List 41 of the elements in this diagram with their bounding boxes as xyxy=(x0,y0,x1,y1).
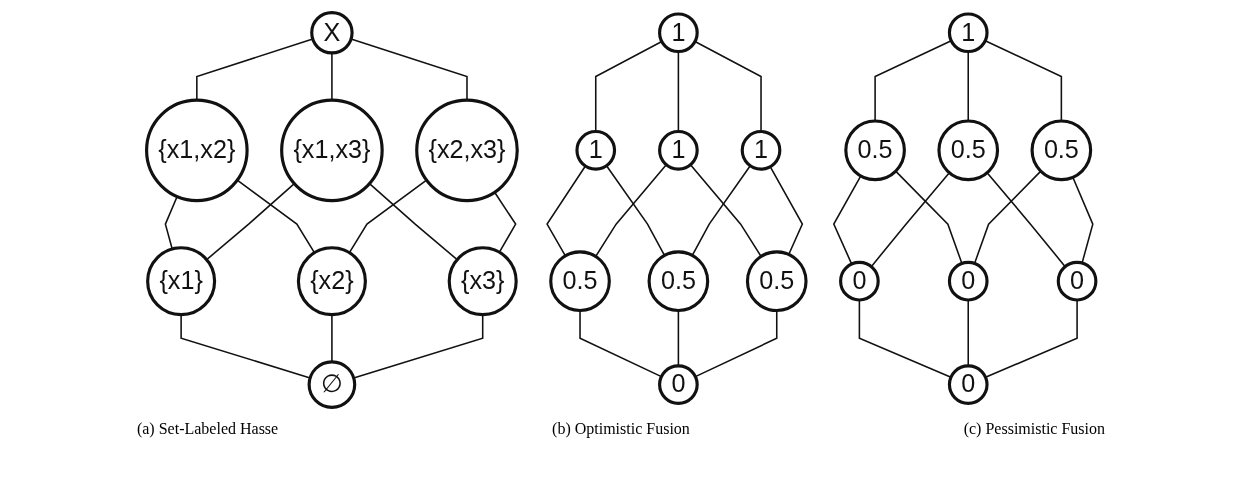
node-circle: X xyxy=(309,11,354,55)
node-circle: 0 xyxy=(838,260,880,302)
node-circle: 1 xyxy=(947,12,989,54)
node-circle: 0 xyxy=(947,260,989,302)
node-circle: {x1,x3} xyxy=(279,98,384,203)
connector xyxy=(973,170,1042,265)
connector xyxy=(832,175,862,265)
node-circle: 1 xyxy=(740,129,782,171)
node-circle: 1 xyxy=(657,12,699,54)
node-circle: 0.5 xyxy=(844,119,906,182)
panel-caption: (c) Pessimistic Fusion xyxy=(963,420,1106,438)
node-circle: 0 xyxy=(657,364,699,405)
connector xyxy=(545,165,586,257)
node-circle: 0 xyxy=(1056,260,1098,302)
node-circle: 0.5 xyxy=(745,250,808,313)
node-circle: {x2} xyxy=(296,246,367,317)
panel-caption: (b) Optimistic Fusion xyxy=(552,420,690,438)
connector xyxy=(870,171,950,268)
node-circle: 1 xyxy=(657,129,699,171)
connector xyxy=(689,163,762,258)
connector xyxy=(368,182,458,261)
node-circle: 0.5 xyxy=(1030,119,1092,182)
node-circle: 0.5 xyxy=(548,250,611,313)
node-circle: 1 xyxy=(575,129,616,171)
node-circle: {x2,x3} xyxy=(414,98,519,203)
connector xyxy=(986,171,1066,268)
connector xyxy=(1071,176,1094,264)
connector xyxy=(874,39,952,122)
node-circle: {x1,x2} xyxy=(144,98,249,203)
connector xyxy=(967,299,969,367)
connector xyxy=(330,52,333,101)
connector xyxy=(205,182,295,261)
node-circle: 0 xyxy=(947,364,989,405)
node-circle: {x3} xyxy=(447,246,518,317)
connector xyxy=(894,170,963,265)
node-circle: 0.5 xyxy=(647,250,709,313)
node-circle: 0.5 xyxy=(937,119,999,182)
node-circle: {x1} xyxy=(145,246,216,317)
connector xyxy=(348,179,428,254)
node-circle: ∅ xyxy=(307,360,357,409)
panel-caption: (a) Set-Labeled Hasse xyxy=(136,420,279,438)
